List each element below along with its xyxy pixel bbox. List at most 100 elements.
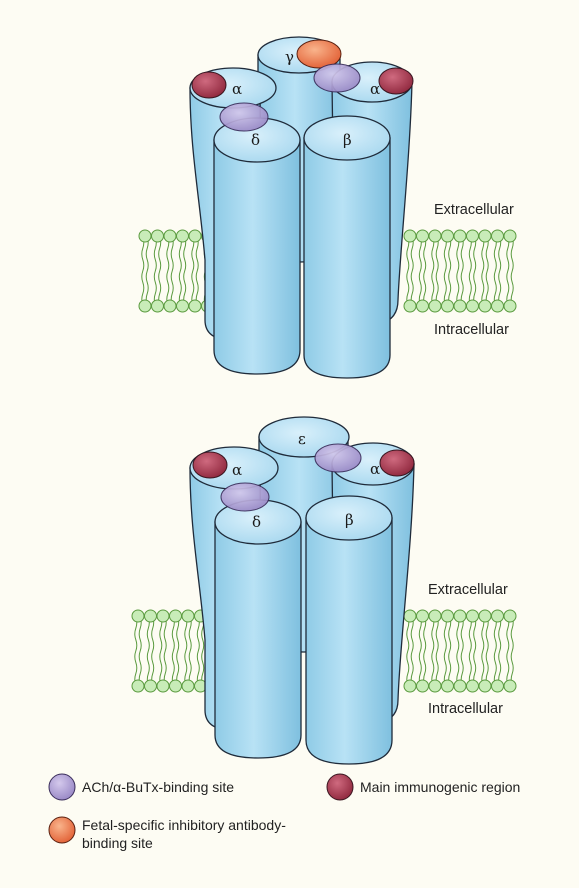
legend-fetal-label-line1: Fetal-specific inhibitory antibody-: [82, 817, 286, 833]
lipid-head: [479, 680, 491, 692]
lipid-tail: [424, 237, 426, 305]
lipid-tail: [419, 237, 421, 305]
legend-ach-swatch: [49, 774, 75, 800]
lipid-tail: [469, 617, 471, 685]
fetal-immunogenic-region-left: [192, 72, 226, 98]
fetal-ach-site-right: [314, 64, 360, 92]
fetal-immunogenic-region-right: [379, 68, 413, 94]
adult-label-beta: β: [345, 511, 354, 529]
lipid-tail: [424, 617, 426, 685]
lipid-tail: [160, 617, 162, 685]
lipid-head: [429, 300, 441, 312]
lipid-head: [479, 610, 491, 622]
lipid-head: [417, 300, 429, 312]
lipid-tail: [197, 617, 199, 685]
lipid-head: [442, 300, 454, 312]
lipid-head: [504, 300, 516, 312]
legend-immunogenic-label: Main immunogenic region: [360, 779, 520, 795]
lipid-tail: [469, 237, 471, 305]
lipid-head: [182, 610, 194, 622]
lipid-head: [145, 610, 157, 622]
lipid-head: [170, 680, 182, 692]
lipid-head: [417, 230, 429, 242]
lipid-tail: [461, 237, 463, 305]
lipid-tail: [474, 237, 476, 305]
adult-membrane-right: [404, 610, 516, 692]
lipid-head: [429, 230, 441, 242]
lipid-head: [164, 300, 176, 312]
fetal-subunit-delta: [214, 118, 300, 374]
lipid-tail: [436, 237, 438, 305]
lipid-head: [132, 680, 144, 692]
fetal-label-gamma: γ: [285, 48, 294, 66]
lipid-head: [417, 680, 429, 692]
fetal-label-alpha-left: α: [232, 80, 242, 98]
lipid-head: [492, 610, 504, 622]
lipid-head: [454, 610, 466, 622]
lipid-head: [504, 680, 516, 692]
adult-label-alpha-right: α: [370, 460, 380, 478]
lipid-head: [145, 680, 157, 692]
lipid-head: [504, 230, 516, 242]
legend-fetal-swatch: [49, 817, 75, 843]
lipid-tail: [494, 237, 496, 305]
lipid-tail: [411, 237, 413, 305]
lipid-head: [152, 230, 164, 242]
lipid-head: [132, 610, 144, 622]
lipid-head: [404, 300, 416, 312]
lipid-tail: [167, 237, 169, 305]
adult-ach-site-left: [221, 483, 269, 511]
lipid-tail: [507, 617, 509, 685]
legend-immunogenic-swatch: [327, 774, 353, 800]
lipid-tail: [444, 617, 446, 685]
lipid-head: [492, 300, 504, 312]
adult-ach-site-right: [315, 444, 361, 472]
lipid-tail: [171, 237, 173, 305]
lipid-head: [189, 300, 201, 312]
fetal-intracellular-label: Intracellular: [434, 322, 509, 338]
lipid-tail: [159, 237, 161, 305]
adult-extracellular-label: Extracellular: [428, 582, 508, 598]
lipid-head: [467, 300, 479, 312]
adult-membrane-left: [132, 610, 207, 692]
lipid-head: [177, 300, 189, 312]
adult-immunogenic-region-right: [380, 450, 414, 476]
lipid-tail: [482, 237, 484, 305]
fetal-extracellular-label: Extracellular: [434, 202, 514, 218]
lipid-tail: [511, 237, 513, 305]
lipid-tail: [457, 237, 459, 305]
lipid-head: [467, 230, 479, 242]
lipid-head: [429, 680, 441, 692]
lipid-tail: [432, 237, 434, 305]
lipid-tail: [432, 617, 434, 685]
adult-label-alpha-left: α: [232, 461, 242, 479]
lipid-tail: [189, 617, 191, 685]
lipid-tail: [482, 617, 484, 685]
lipid-head: [504, 610, 516, 622]
lipid-head: [454, 680, 466, 692]
lipid-tail: [444, 237, 446, 305]
lipid-tail: [177, 617, 179, 685]
fetal-label-alpha-right: α: [370, 80, 380, 98]
lipid-head: [454, 230, 466, 242]
lipid-tail: [184, 237, 186, 305]
lipid-head: [467, 610, 479, 622]
lipid-head: [442, 680, 454, 692]
lipid-tail: [499, 617, 501, 685]
fetal-membrane-left: [139, 230, 214, 312]
lipid-head: [157, 610, 169, 622]
fetal-subunit-beta: [304, 116, 390, 378]
legend: ACh/α-BuTx-binding site Main immunogenic…: [49, 774, 520, 851]
lipid-head: [479, 230, 491, 242]
lipid-tail: [411, 617, 413, 685]
lipid-tail: [135, 617, 137, 685]
lipid-head: [442, 610, 454, 622]
lipid-head: [182, 680, 194, 692]
lipid-tail: [154, 237, 156, 305]
adult-label-epsilon: ε: [298, 430, 306, 448]
lipid-head: [467, 680, 479, 692]
lipid-head: [492, 230, 504, 242]
lipid-tail: [146, 237, 148, 305]
lipid-head: [404, 680, 416, 692]
